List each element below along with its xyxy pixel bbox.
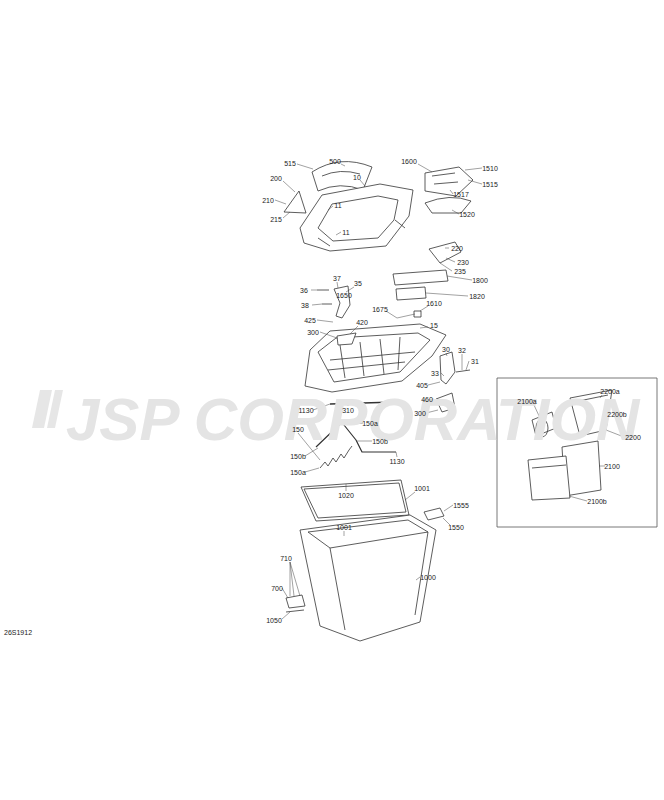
- callout-number: 1650: [336, 292, 352, 299]
- callout-number: 1000: [420, 574, 436, 581]
- callout-number: 32: [458, 347, 466, 354]
- callout-number: 10: [353, 174, 361, 181]
- callout-number: 1820: [469, 293, 485, 300]
- callout-number: 1610: [426, 300, 442, 307]
- callout-number: 1550: [448, 524, 464, 531]
- callout-number: 35: [354, 280, 362, 287]
- callout-number: 1001: [414, 485, 430, 492]
- callout-number: 1020: [338, 492, 354, 499]
- callout-number: 405: [416, 382, 428, 389]
- callout-number: 230: [457, 259, 469, 266]
- callout-number: 150b: [290, 453, 306, 460]
- callout-number: 33: [431, 370, 439, 377]
- callout-number: 150: [292, 426, 304, 433]
- callout-number: 2200a: [600, 388, 619, 395]
- callout-number: 2100: [604, 463, 620, 470]
- callout-number: 30: [442, 346, 450, 353]
- callout-number: 38: [301, 302, 309, 309]
- watermark: JSP CORPORATION: [66, 390, 639, 450]
- callout-number: 515: [284, 160, 296, 167]
- callout-number: 1800: [472, 277, 488, 284]
- callout-number: 31: [471, 358, 479, 365]
- callout-number: 1130: [389, 458, 404, 465]
- watermark-logo: [32, 390, 63, 428]
- callout-number: 150a: [362, 420, 378, 427]
- callout-number: 700: [271, 585, 283, 592]
- callout-number: 215: [270, 216, 282, 223]
- callout-number: 300: [307, 329, 319, 336]
- callout-number: 15: [430, 322, 438, 329]
- callout-number: 425: [304, 317, 316, 324]
- callout-number: 2200b: [607, 411, 626, 418]
- callout-number: 1600: [401, 158, 417, 165]
- callout-number: 210: [262, 197, 274, 204]
- callout-number: 1517: [453, 191, 469, 198]
- callout-number: 150b: [372, 438, 388, 445]
- callout-number: 1050: [266, 617, 282, 624]
- callout-number: 1675: [372, 306, 388, 313]
- callout-number: 2200: [625, 434, 641, 441]
- callout-number: 460: [421, 396, 433, 403]
- callout-number: 420: [356, 319, 368, 326]
- callout-number: 37: [333, 275, 341, 282]
- callout-number: 2100a: [517, 398, 536, 405]
- callout-number: 1130: [298, 407, 313, 414]
- callout-number: 1520: [459, 211, 475, 218]
- callout-number: 150a: [290, 469, 306, 476]
- callout-number: 220: [451, 245, 463, 252]
- callout-number: 1510: [482, 165, 498, 172]
- drawing-number: 26S1912: [4, 629, 32, 636]
- callout-number: 310: [342, 407, 354, 414]
- callout-number: 1001: [336, 524, 352, 531]
- callout-number: 1555: [453, 502, 469, 509]
- callout-number: 1515: [482, 181, 498, 188]
- callout-number: 710: [280, 555, 292, 562]
- callout-number: 200: [270, 175, 282, 182]
- callout-number: 235: [454, 268, 466, 275]
- callout-number: 2100b: [587, 498, 606, 505]
- callout-number: 11: [334, 202, 341, 209]
- callout-number: 300: [414, 410, 426, 417]
- callout-number: 36: [300, 287, 308, 294]
- callout-number: 11: [342, 229, 349, 236]
- callout-number: 500: [329, 158, 341, 165]
